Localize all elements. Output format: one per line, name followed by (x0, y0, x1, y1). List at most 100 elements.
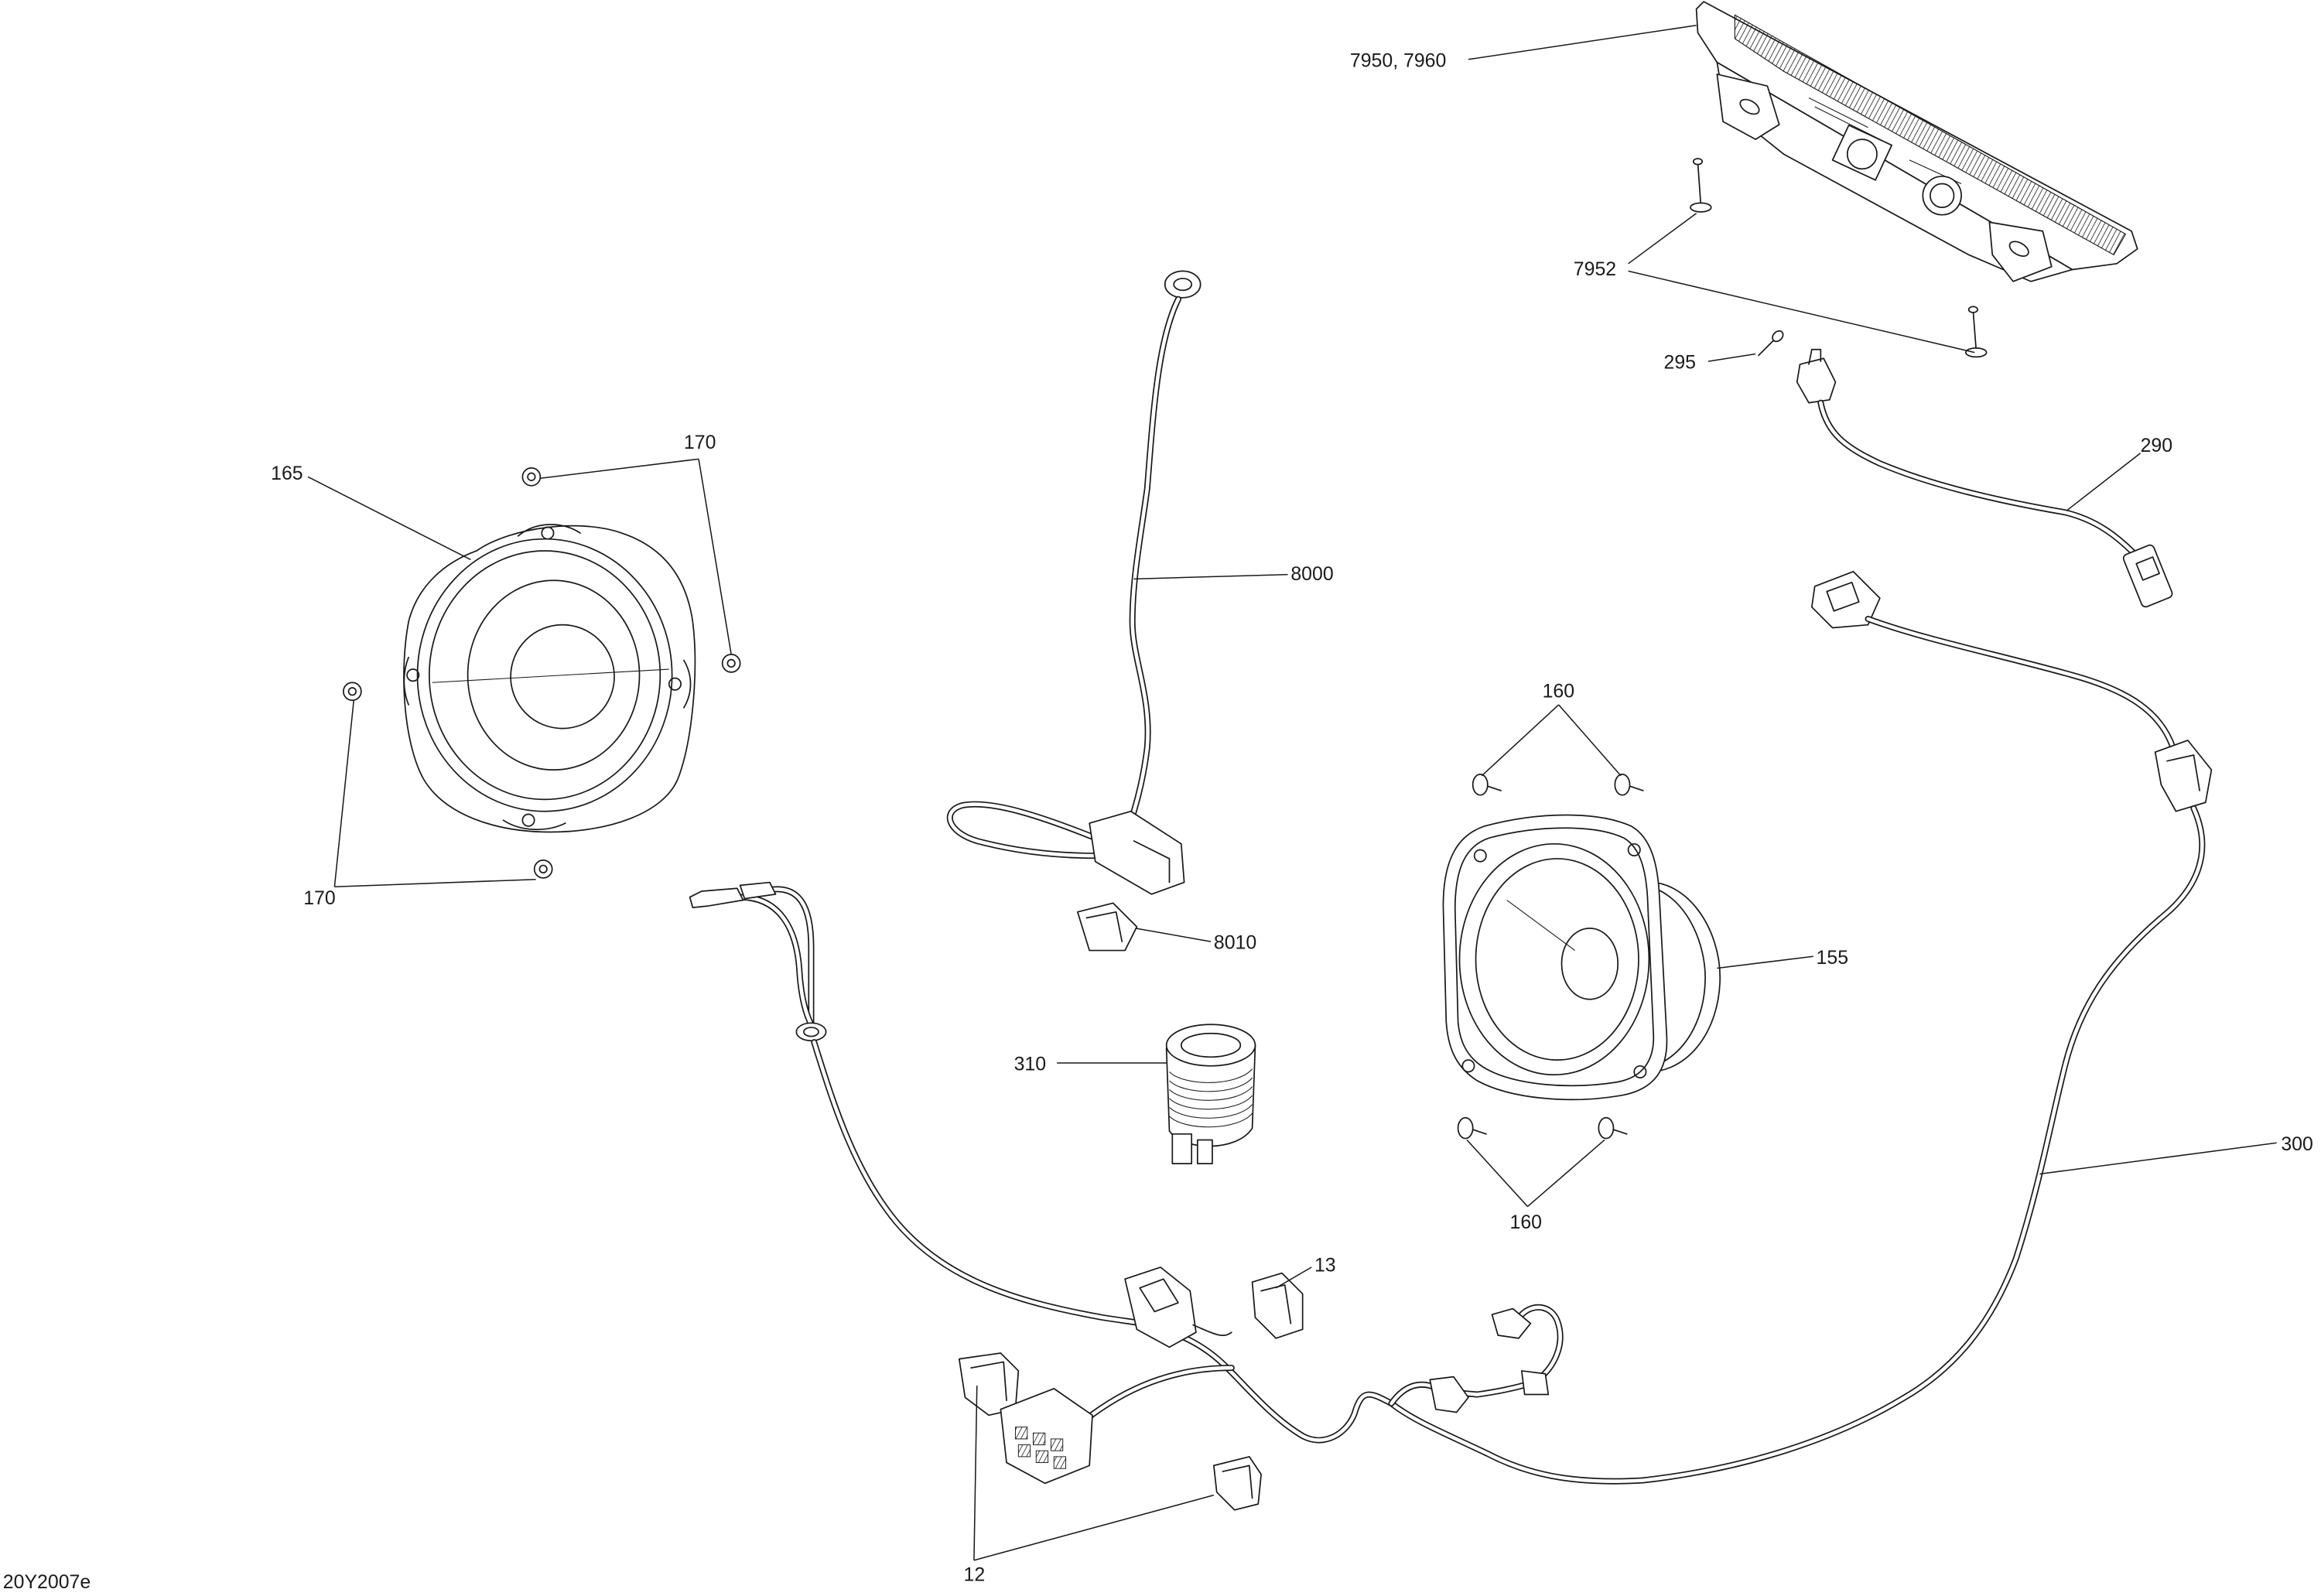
cable-core (948, 802, 1098, 858)
screw-head (1614, 774, 1631, 796)
leader-line (540, 458, 699, 479)
grommet-ring (803, 1027, 819, 1037)
pin-head (1692, 158, 1704, 166)
connector-socket (1826, 581, 1860, 612)
leader-line (1526, 1139, 1605, 1208)
cable-core (1819, 401, 2137, 556)
screw-head (521, 466, 542, 487)
pin-washer (1964, 347, 1988, 358)
screw-recess (347, 687, 357, 696)
harness-connector (1089, 810, 1185, 895)
connector-body (1124, 1266, 1197, 1348)
grommet-ring (1173, 278, 1193, 292)
switch-body (1796, 357, 1837, 404)
connector-large (1000, 1388, 1093, 1485)
screw-295 (1758, 330, 1784, 357)
leader-line (307, 476, 471, 561)
speaker-axis-line (432, 668, 669, 683)
screws-160 (1457, 774, 1644, 1140)
figure-code: 20Y2007e (3, 1571, 91, 1593)
connector-pins (1015, 1427, 1067, 1469)
power-socket-310 (1165, 1024, 1256, 1164)
speaker-dust-cap (1560, 928, 1619, 1000)
thread (1169, 1077, 1253, 1092)
pin-shaft (1697, 162, 1702, 206)
harness-clip (2154, 740, 2213, 812)
cable-core (1082, 1365, 1234, 1423)
callout-170-bottom: 170 (303, 887, 335, 909)
callout-170-top: 170 (684, 432, 716, 453)
callout-7952: 7952 (1574, 258, 1616, 280)
socket-terminal (1171, 1133, 1193, 1164)
leader-line (698, 459, 732, 655)
display-bracket-upper (1716, 73, 1780, 140)
mount-hole (668, 677, 682, 691)
speaker-flange (403, 525, 696, 833)
callout-290: 290 (2141, 435, 2172, 456)
pin-shaft (1972, 310, 1977, 350)
speaker-cone (467, 579, 641, 771)
leader-line (973, 1494, 1215, 1561)
flange-ear (502, 819, 566, 831)
leader-line (1707, 353, 1756, 362)
display-unit (1695, 1, 2138, 282)
leader-line (1466, 1139, 1529, 1208)
pin (1050, 1438, 1064, 1451)
speaker-165 (403, 524, 696, 833)
callout-165: 165 (271, 463, 303, 484)
screw-head (1472, 774, 1489, 796)
pin (1053, 1456, 1067, 1469)
leader-line (1481, 704, 1560, 777)
leader-line (1628, 213, 1697, 265)
magnet-edge (1654, 887, 1706, 1067)
socket-rim (1165, 1024, 1256, 1067)
speaker-surround (428, 550, 661, 801)
leader-line (973, 1386, 978, 1560)
mount-hole (521, 813, 535, 827)
speaker-basket-ring (416, 538, 673, 812)
flange-inner-edge (1454, 827, 1655, 1087)
port-inner (1930, 183, 1955, 208)
mount-hole (1633, 1065, 1647, 1078)
leader-line (334, 878, 536, 888)
mount-hole (1473, 849, 1487, 863)
speaker-axis-line (1506, 900, 1576, 951)
connector-latch (1139, 1278, 1179, 1313)
harness-290 (1796, 348, 2173, 608)
screw-recess (527, 472, 536, 481)
callout-300: 300 (2281, 1133, 2312, 1155)
label-line (1808, 97, 1868, 128)
leader-line (1717, 955, 1813, 969)
leader-lines (307, 25, 2277, 1561)
callout-labels: 7950, 7960 7952 295 290 165 170 170 8000… (3, 50, 2313, 1593)
cable (1080, 1365, 1235, 1425)
screw-head (343, 682, 362, 702)
clip-13 (1251, 1272, 1304, 1339)
callout-13: 13 (1314, 1255, 1336, 1276)
pin-washer (1690, 202, 1712, 213)
callout-155: 155 (1817, 947, 1848, 969)
connector-latch (1133, 840, 1171, 883)
callout-7950-7960: 7950, 7960 (1350, 50, 1446, 71)
leader-line (1133, 573, 1288, 580)
leader-line (2039, 1142, 2277, 1175)
leader-line (333, 700, 355, 887)
cable-core (738, 895, 813, 1027)
cable-core (812, 1040, 1145, 1326)
socket-terminal (1196, 1139, 1213, 1164)
inline-connector (1491, 1307, 1532, 1339)
cable-core (1137, 806, 2204, 1484)
pin (1017, 1444, 1031, 1458)
mount-hole (541, 526, 555, 540)
clip-detail (1085, 911, 1123, 942)
callout-12: 12 (964, 1564, 986, 1586)
thread (1169, 1068, 1253, 1083)
screw-head (533, 859, 553, 879)
grommet (1164, 270, 1202, 299)
speaker-cone (1475, 858, 1639, 1061)
callout-160-bottom: 160 (1510, 1212, 1542, 1233)
pin-7952-a (1690, 158, 1712, 213)
leader-line (1468, 25, 1697, 60)
mount-hole (1627, 842, 1641, 856)
